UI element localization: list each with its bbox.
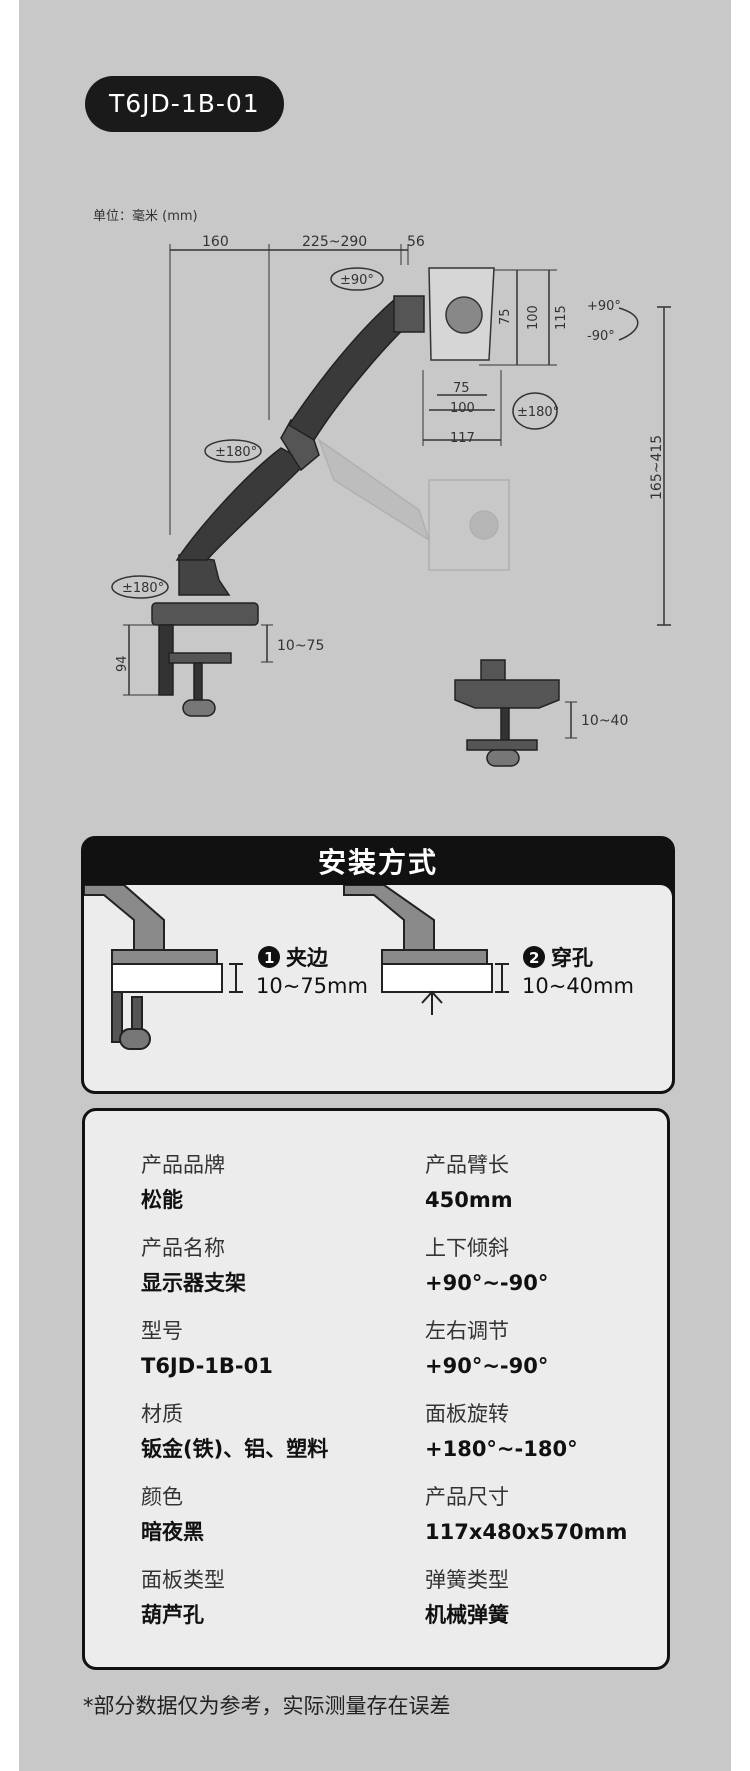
svg-text:+90°: +90° — [587, 299, 621, 314]
footnote: *部分数据仅为参考，实际测量存在误差 — [83, 1694, 451, 1718]
spec-rotation: 面板旋转+180°~-180° — [425, 1402, 578, 1461]
svg-text:±180°: ±180° — [517, 405, 559, 420]
spec-material: 材质钣金(铁)、铝、塑料 — [141, 1402, 329, 1461]
dim-115: 115 — [554, 305, 569, 330]
dim-94: 94 — [115, 655, 130, 672]
spec-tilt: 上下倾斜+90°~-90° — [425, 1236, 549, 1295]
rotation-180-panel-badge: ±180° — [512, 392, 559, 430]
spec-color: 颜色暗夜黑 — [141, 1485, 204, 1544]
grommet-range: 10~40mm — [522, 974, 634, 998]
product-page: T6JD-1B-01 单位：毫米 (mm) 160 225~290 56 75 … — [19, 0, 731, 1771]
dim-100-vertical: 100 — [526, 305, 541, 330]
install-title: 安装方式 — [317, 846, 438, 879]
install-body: 1 夹边 10~75mm 2 穿孔 10~40mm — [84, 884, 672, 1091]
install-illustration: 1 夹边 10~75mm 2 穿孔 10~40mm — [84, 884, 634, 1050]
install-methods-panel: 安装方式 1 夹边 10~75mm — [81, 836, 675, 1094]
rotation-90-badge: ±90° — [330, 267, 384, 291]
dim-225-290: 225~290 — [302, 234, 367, 250]
svg-text:±180°: ±180° — [122, 581, 164, 596]
grommet-number: 2 — [529, 949, 539, 967]
svg-text:±90°: ±90° — [340, 273, 374, 288]
dim-10-75: 10~75 — [277, 638, 324, 654]
svg-text:±180°: ±180° — [215, 445, 257, 460]
dim-56: 56 — [407, 234, 425, 250]
clamp-number: 1 — [264, 949, 274, 967]
spec-product-name: 产品名称显示器支架 — [141, 1236, 246, 1295]
clamp-range: 10~75mm — [256, 974, 368, 998]
dim-75-horizontal: 75 — [453, 381, 470, 396]
svg-text:-90°: -90° — [587, 329, 615, 344]
model-badge: T6JD-1B-01 — [85, 76, 284, 132]
dim-160: 160 — [202, 234, 229, 250]
dim-165-415: 165~415 — [649, 435, 665, 500]
clamp-label: 夹边 — [286, 946, 329, 970]
dim-117: 117 — [450, 431, 475, 446]
dimension-diagram: 单位：毫米 (mm) 160 225~290 56 75 100 115 — [93, 208, 671, 767]
spec-swivel: 左右调节+90°~-90° — [425, 1319, 549, 1378]
dim-100-horizontal: 100 — [450, 401, 475, 416]
dim-75-vertical: 75 — [498, 308, 513, 325]
spec-panel-type: 面板类型葫芦孔 — [141, 1568, 225, 1627]
spec-brand: 产品品牌松能 — [141, 1153, 225, 1212]
tilt-arc: +90° -90° — [587, 299, 639, 344]
rotation-180-arm-badge: ±180° — [204, 439, 262, 463]
unit-label: 单位：毫米 (mm) — [93, 208, 198, 224]
grommet-label: 穿孔 — [551, 946, 593, 970]
rotation-180-base-badge: ±180° — [111, 575, 169, 599]
dim-10-40: 10~40 — [581, 713, 628, 729]
spec-spring-type: 弹簧类型机械弹簧 — [425, 1568, 509, 1627]
